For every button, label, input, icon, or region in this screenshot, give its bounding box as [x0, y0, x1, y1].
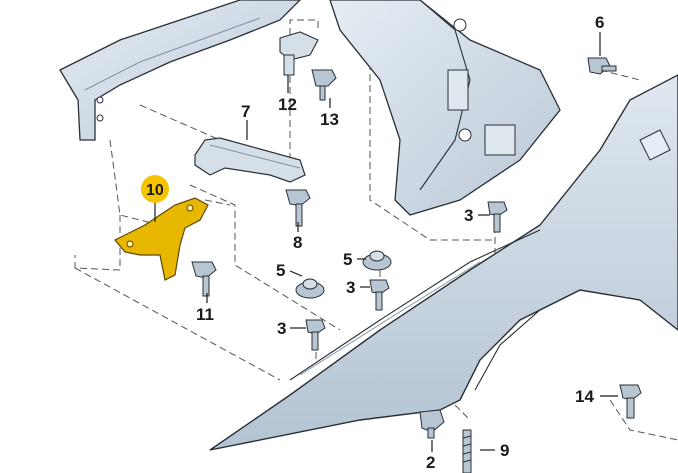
- bolt-8: [285, 189, 311, 227]
- bolt-3-upper: [487, 201, 508, 233]
- label-7: 7: [241, 102, 250, 121]
- front-fender: [209, 74, 678, 451]
- nut-5-right: [362, 250, 392, 271]
- label-2: 2: [426, 453, 435, 472]
- label-9: 9: [500, 441, 509, 460]
- bolt-13: [311, 69, 337, 101]
- part-labels: 6 7 12 13 8 10 11 3 5 5 3 3 14 9 2: [146, 13, 604, 472]
- label-13: 13: [320, 110, 339, 129]
- label-3-lower: 3: [277, 319, 286, 338]
- bolt-3-middle: [369, 279, 390, 311]
- label-3-upper: 3: [464, 206, 473, 225]
- nut-5-left: [295, 278, 325, 299]
- label-11: 11: [196, 305, 214, 324]
- label-5-left: 5: [276, 261, 285, 280]
- part-10-highlight-badge: [141, 175, 169, 203]
- label-14: 14: [575, 387, 594, 406]
- inner-wheelhouse-panel: [329, 0, 561, 216]
- leader-lines: [154, 32, 618, 452]
- upper-frame-rail: [59, 0, 301, 141]
- part-10-bracket-highlighted: [114, 197, 209, 281]
- bolt-3-lower: [305, 319, 326, 351]
- stud-9: [462, 429, 472, 473]
- label-5-right: 5: [343, 250, 352, 269]
- label-6: 6: [595, 13, 604, 32]
- clip-2: [419, 409, 445, 439]
- part-12-clip: [279, 31, 319, 76]
- part-7-bracket: [194, 137, 306, 183]
- bolt-6: [587, 57, 617, 75]
- label-10: 10: [146, 182, 164, 199]
- bolt-14: [619, 384, 642, 419]
- label-12: 12: [278, 95, 297, 114]
- bolt-11: [191, 261, 217, 297]
- label-8: 8: [293, 233, 302, 252]
- label-3-middle: 3: [346, 278, 355, 297]
